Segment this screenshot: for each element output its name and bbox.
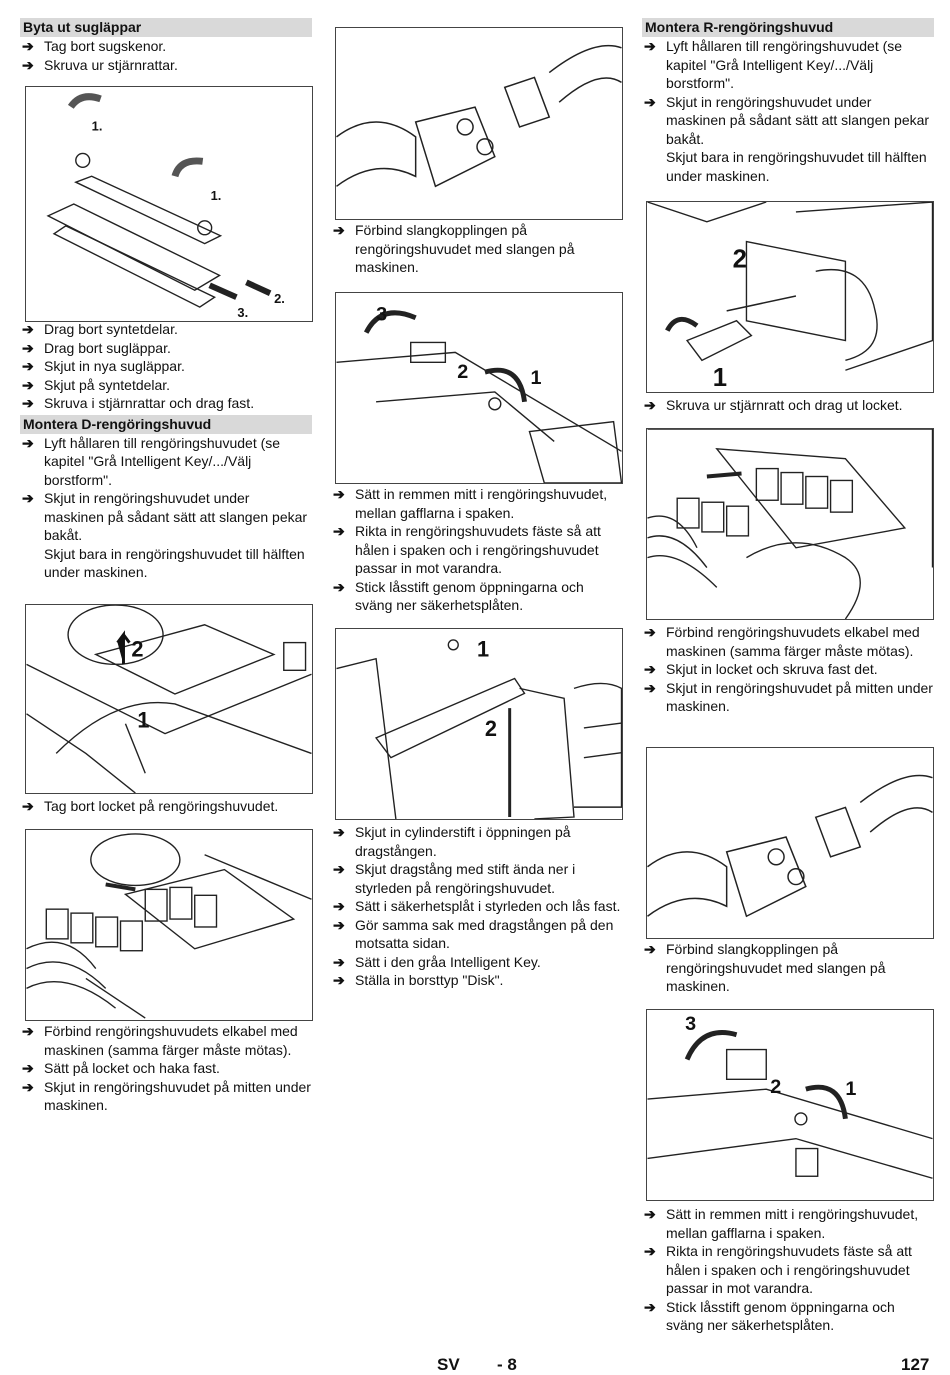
step: ➔Skjut in locket och skruva fast det. bbox=[644, 661, 878, 677]
callout-label: 1 bbox=[477, 637, 489, 662]
section-heading-d-head: Montera D-rengöringshuvud bbox=[20, 414, 312, 434]
column-3-end: ➔Sätt in remmen mitt i rengöringshuvudet… bbox=[642, 1205, 934, 1335]
callout-label: 1 bbox=[137, 708, 149, 733]
callout-label: 3. bbox=[237, 305, 248, 320]
step: ➔Ställa in borsttyp "Disk". bbox=[333, 972, 504, 988]
figure-connector bbox=[25, 829, 313, 1021]
step: ➔Skjut in rengöringshuvudet under maskin… bbox=[644, 93, 930, 147]
figure-drawbar: 1 2 bbox=[335, 628, 623, 820]
section-heading-sugläppar: Byta ut sugläppar bbox=[20, 18, 312, 37]
step: ➔Stick låsstift genom öppningarna och sv… bbox=[333, 578, 584, 614]
column-2-lower: ➔Skjut in cylinderstift i öppningen på d… bbox=[331, 823, 623, 990]
callout-label: 2 bbox=[457, 361, 468, 383]
column-1-lower: ➔Drag bort syntetdelar. ➔Drag bort suglä… bbox=[20, 320, 312, 582]
column-3: Montera R-rengöringshuvud ➔Lyft hållaren… bbox=[642, 18, 934, 185]
callout-label: 1 bbox=[530, 367, 541, 389]
callout-label: 2 bbox=[131, 636, 143, 661]
footer-page-ref: - 8 bbox=[497, 1355, 517, 1374]
figure-hose-coupling bbox=[335, 27, 623, 220]
step: ➔Skjut in rengöringshuvudet under maskin… bbox=[22, 490, 308, 543]
step: ➔Förbind slangkopplingen på rengöringshu… bbox=[333, 222, 575, 275]
column-3-knob: ➔Skruva ur stjärnratt och drag ut locket… bbox=[642, 396, 934, 415]
step: ➔Tag bort sugskenor. bbox=[22, 38, 167, 54]
step: ➔Skjut på syntetdelar. bbox=[22, 376, 171, 393]
callout-label: 2 bbox=[733, 245, 747, 273]
step: ➔Rikta in rengöringshuvudets fäste så at… bbox=[644, 1243, 912, 1296]
callout-label: 2 bbox=[770, 1076, 781, 1098]
callout-label: 2 bbox=[485, 716, 497, 741]
step: ➔Skruva i stjärnrattar och drag fast. bbox=[22, 395, 255, 411]
step: ➔Sätt in remmen mitt i rengöringshuvudet… bbox=[333, 486, 608, 521]
column-1-lid: ➔Tag bort locket på rengöringshuvudet. bbox=[20, 797, 312, 816]
step: ➔Sätt i den gråa Intelligent Key. bbox=[333, 953, 541, 970]
step: ➔Gör samma sak med dragstången på den mo… bbox=[333, 916, 614, 952]
column-2-mid: ➔Sätt in remmen mitt i rengöringshuvudet… bbox=[331, 485, 623, 615]
note: Skjut bara in rengöringshuvudet till häl… bbox=[666, 149, 927, 184]
figure-connector-r bbox=[646, 428, 934, 620]
callout-label: 1. bbox=[211, 188, 222, 203]
step: ➔Rikta in rengöringshuvudets fäste så at… bbox=[333, 523, 601, 576]
step: ➔Lyft hållaren till rengöringshuvudet (s… bbox=[22, 434, 281, 488]
figure-hose-coupling-r bbox=[646, 747, 934, 939]
page-number: 127 bbox=[901, 1355, 930, 1374]
step: ➔Skruva ur stjärnratt och drag ut locket… bbox=[644, 397, 903, 413]
figure-star-knob: 2 1 bbox=[646, 201, 934, 393]
step: ➔Skjut in rengöringshuvudet på mitten un… bbox=[644, 679, 933, 715]
figure-strap-lever: 3 2 1 bbox=[335, 292, 623, 484]
column-2-top: ➔Förbind slangkopplingen på rengöringshu… bbox=[331, 221, 623, 277]
column-3-mid: ➔Förbind rengöringshuvudets elkabel med … bbox=[642, 623, 934, 716]
step: ➔Skjut in nya sugläppar. bbox=[22, 358, 185, 374]
section-heading-r-head: Montera R-rengöringshuvud bbox=[642, 18, 934, 37]
note: Skjut bara in rengöringshuvudet till häl… bbox=[44, 545, 305, 581]
column-1-end: ➔Förbind rengöringshuvudets elkabel med … bbox=[20, 1022, 312, 1115]
callout-label: 1. bbox=[92, 119, 103, 134]
callout-label: 2. bbox=[274, 291, 285, 306]
figure-lid-removal: 2 1 bbox=[25, 604, 313, 794]
column-3-hose: ➔Förbind slangkopplingen på rengöringshu… bbox=[642, 940, 934, 996]
step: ➔Förbind slangkopplingen på rengöringshu… bbox=[644, 941, 886, 994]
step: ➔Sätt på locket och haka fast. bbox=[22, 1060, 220, 1076]
step: ➔Tag bort locket på rengöringshuvudet. bbox=[22, 798, 279, 814]
callout-label: 1 bbox=[713, 364, 727, 392]
step: ➔Skjut in cylinderstift i öppningen på d… bbox=[333, 824, 571, 859]
footer-language: SV bbox=[437, 1355, 460, 1374]
step: ➔Sätt in remmen mitt i rengöringshuvudet… bbox=[644, 1206, 919, 1241]
step: ➔Förbind rengöringshuvudets elkabel med … bbox=[22, 1023, 298, 1058]
step: ➔Drag bort sugläppar. bbox=[22, 339, 171, 356]
callout-label: 3 bbox=[376, 304, 387, 326]
callout-label: 1 bbox=[845, 1078, 856, 1100]
step: ➔Sätt i säkerhetsplåt i styrleden och lå… bbox=[333, 898, 621, 914]
step: ➔Förbind rengöringshuvudets elkabel med … bbox=[644, 624, 920, 659]
callout-label: 3 bbox=[685, 1013, 696, 1035]
step: ➔Skjut dragstång med stift ända ner i st… bbox=[333, 861, 576, 896]
step: ➔Drag bort syntetdelar. bbox=[22, 321, 178, 337]
step: ➔Skjut in rengöringshuvudet på mitten un… bbox=[22, 1078, 311, 1114]
step: ➔Lyft hållaren till rengöringshuvudet (s… bbox=[644, 38, 903, 91]
column-1: Byta ut sugläppar ➔Tag bort sugskenor. ➔… bbox=[20, 18, 312, 74]
figure-suction-bar: 1. 1. 2. 3. bbox=[25, 86, 313, 322]
figure-strap-lever-r: 3 2 1 bbox=[646, 1009, 934, 1201]
step: ➔Skruva ur stjärnrattar. bbox=[22, 56, 178, 73]
step: ➔Stick låsstift genom öppningarna och sv… bbox=[644, 1298, 895, 1334]
